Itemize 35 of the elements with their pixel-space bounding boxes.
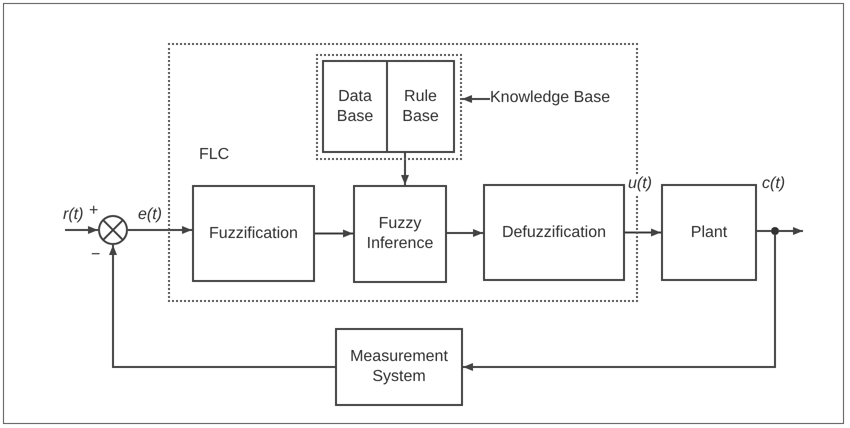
junction-dot [771, 227, 779, 235]
process-box [353, 185, 447, 283]
process-box [335, 328, 463, 406]
connector-arrow [109, 245, 335, 368]
polarity-sign: + [89, 201, 98, 221]
group-label: FLC [199, 145, 230, 165]
summing-junction [98, 215, 128, 245]
dotted-group-box [316, 54, 462, 160]
box-label: Plant [690, 222, 728, 242]
process-box [386, 60, 455, 153]
connector-arrow [462, 95, 490, 103]
connector-arrow [65, 226, 98, 234]
box-label: Data Base [336, 86, 374, 126]
box-label: Fuzzy Inference [366, 214, 434, 254]
process-box [192, 185, 315, 282]
connector-arrow [315, 230, 353, 238]
box-label: Defuzzification [502, 222, 606, 242]
connector-arrow [625, 228, 661, 236]
signal-label: r(t) [62, 205, 84, 225]
box-label: Fuzzification [209, 224, 298, 244]
connector-arrow [128, 226, 192, 234]
box-label: Measurement System [349, 347, 449, 387]
signal-label: e(t) [137, 205, 163, 225]
connector-arrow [779, 227, 803, 235]
connector-arrow [463, 235, 776, 371]
polarity-sign: − [91, 245, 100, 265]
connector-arrow [401, 153, 409, 185]
annotation-label: Knowledge Base [490, 88, 622, 110]
box-label: Rule Base [401, 86, 440, 126]
connector-arrow [447, 229, 483, 237]
process-box [661, 184, 757, 281]
process-box [322, 60, 388, 153]
signal-label: u(t) [627, 174, 653, 194]
process-box [483, 184, 625, 281]
signal-label: c(t) [761, 174, 786, 194]
